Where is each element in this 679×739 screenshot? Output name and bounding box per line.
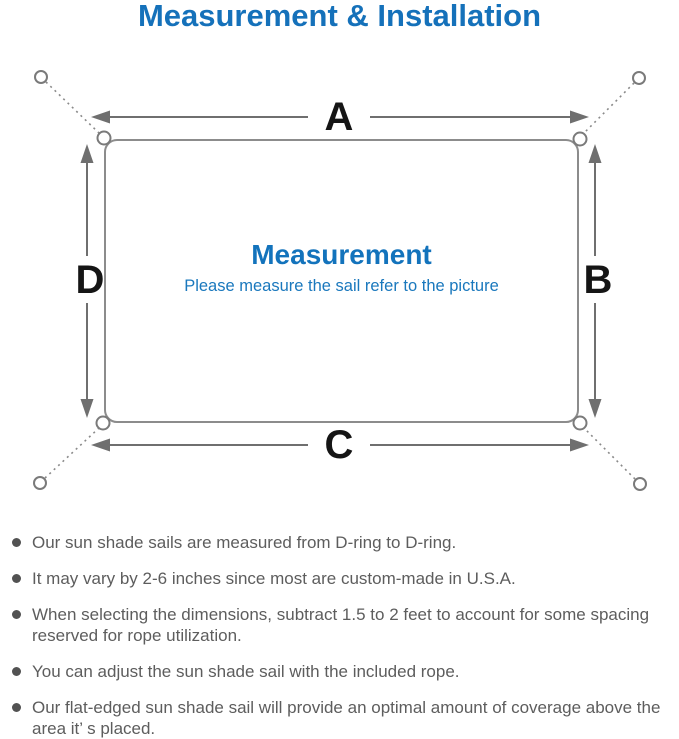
diagram-center-title: Measurement: [251, 239, 432, 270]
bullet-icon: [12, 610, 21, 619]
diagram-center-subtitle: Please measure the sail refer to the pic…: [184, 277, 499, 295]
tether-top-right: [583, 82, 635, 134]
anchor-ring-bottom-left: [33, 476, 47, 490]
measurement-notes-list: Our sun shade sails are measured from D-…: [10, 532, 670, 739]
anchor-ring-bottom-right: [633, 477, 647, 491]
list-item: Our sun shade sails are measured from D-…: [10, 532, 670, 553]
note-text: When selecting the dimensions, subtract …: [32, 605, 650, 645]
tether-top-left: [45, 81, 100, 134]
note-text: Our flat-edged sun shade sail will provi…: [32, 698, 661, 738]
note-text: Our sun shade sails are measured from D-…: [32, 533, 457, 552]
sail-measurement-diagram: [33, 70, 647, 491]
d-ring-top-left: [96, 130, 112, 146]
bullet-icon: [12, 703, 21, 712]
dimension-label-a: A: [324, 95, 354, 139]
page-title: Measurement & Installation: [137, 0, 542, 33]
list-item: You can adjust the sun shade sail with t…: [10, 661, 670, 682]
bullet-icon: [12, 667, 21, 676]
list-item: When selecting the dimensions, subtract …: [10, 604, 670, 646]
bullet-icon: [12, 538, 21, 547]
dimension-arrow-b: [588, 144, 602, 418]
note-text: It may vary by 2-6 inches since most are…: [32, 569, 516, 588]
list-item: Our flat-edged sun shade sail will provi…: [10, 697, 670, 739]
tether-bottom-left: [44, 427, 100, 479]
note-text: You can adjust the sun shade sail with t…: [32, 662, 460, 681]
dimension-label-d: D: [75, 258, 105, 302]
anchor-ring-top-left: [34, 70, 48, 84]
dimension-label-b: B: [583, 258, 613, 302]
tether-bottom-right: [583, 427, 636, 480]
dimension-arrow-d: [80, 144, 94, 418]
list-item: It may vary by 2-6 inches since most are…: [10, 568, 670, 589]
dimension-label-c: C: [324, 423, 354, 467]
d-ring-top-right: [572, 131, 588, 147]
anchor-ring-top-right: [632, 71, 646, 85]
bullet-icon: [12, 574, 21, 583]
sail-outline: [104, 139, 579, 423]
d-ring-bottom-right: [572, 415, 588, 431]
dimension-arrow-a: [91, 110, 589, 124]
d-ring-bottom-left: [95, 415, 111, 431]
dimension-arrow-c: [91, 438, 589, 452]
